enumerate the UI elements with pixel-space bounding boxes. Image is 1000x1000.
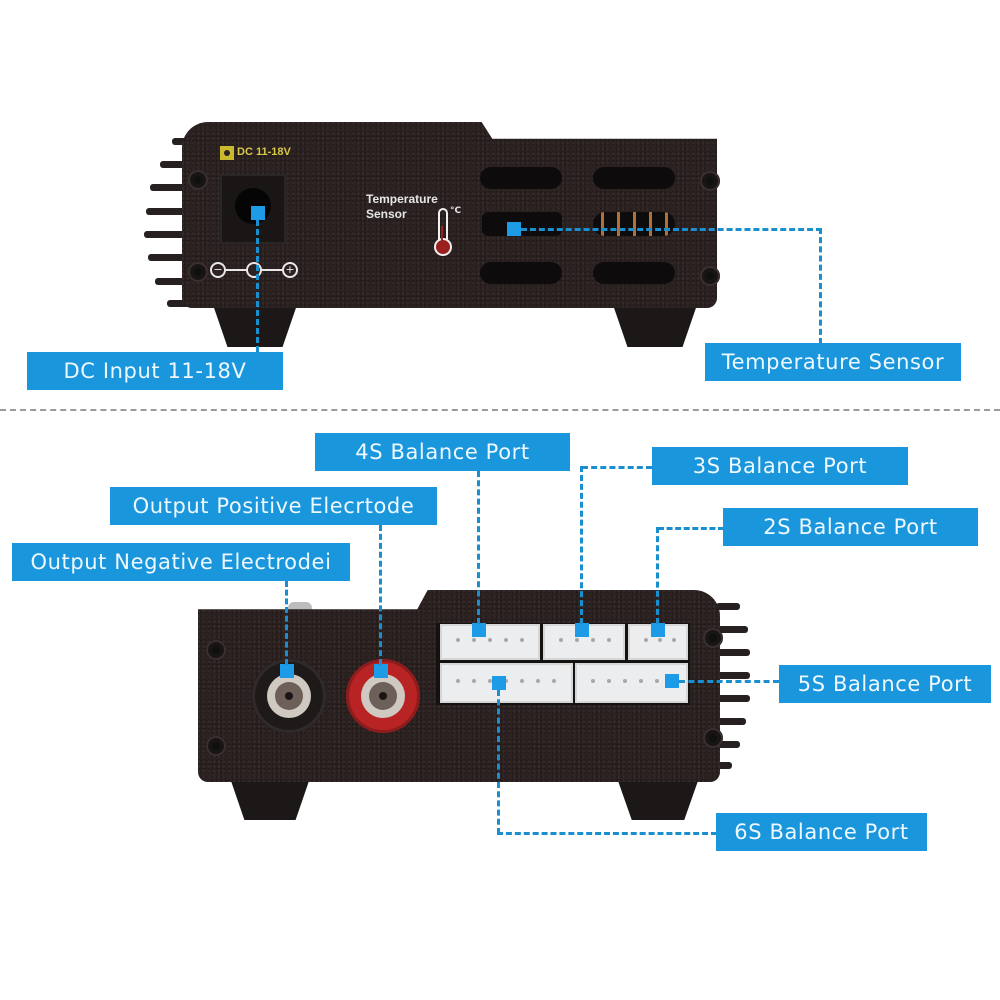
device-foot xyxy=(230,778,310,820)
2s-balance-port-label: 2S Balance Port xyxy=(723,508,978,546)
vent-slot xyxy=(482,212,562,236)
screw xyxy=(206,736,226,756)
3s-port-leader-h xyxy=(582,466,652,469)
2s-port-marker xyxy=(651,623,665,637)
screw xyxy=(700,171,720,191)
heatsink-fin xyxy=(144,231,190,238)
heatsink-fin xyxy=(716,695,750,702)
thermometer-icon xyxy=(434,208,452,258)
screw xyxy=(700,266,720,286)
heatsink-fin xyxy=(167,300,190,307)
top-device-side-view: DC 11-18V − + Temperature Sensor °C DC I… xyxy=(0,0,1000,400)
heatsink-fin xyxy=(160,161,190,168)
screw xyxy=(703,628,723,648)
heatsink-fin xyxy=(155,278,190,285)
heatsink-fin xyxy=(146,208,190,215)
output-positive-leader xyxy=(379,525,382,665)
2s-port-leader-v xyxy=(656,527,659,624)
heatsink-fin xyxy=(716,649,750,656)
heatsink-fin xyxy=(716,741,740,748)
screw xyxy=(703,728,723,748)
temperature-sensor-leader-h xyxy=(521,228,822,231)
temperature-sensor-marker xyxy=(507,222,521,236)
heatsink-fin xyxy=(148,254,190,261)
dc-badge-text: DC 11-18V xyxy=(237,146,291,158)
screw xyxy=(188,170,208,190)
temperature-sensor-leader-v xyxy=(819,228,822,344)
output-negative-marker xyxy=(280,664,294,678)
section-divider xyxy=(0,409,1000,411)
dc-input-leader xyxy=(256,220,259,352)
6s-port-marker xyxy=(492,676,506,690)
4s-port-leader xyxy=(477,471,480,624)
5s-balance-port-label: 5S Balance Port xyxy=(779,665,991,703)
3s-balance-port-label: 3S Balance Port xyxy=(652,447,908,485)
4s-balance-port-label: 4S Balance Port xyxy=(315,433,570,471)
heatsink-fin xyxy=(150,184,190,191)
output-negative-leader xyxy=(285,581,288,665)
vent-slot xyxy=(480,167,562,189)
dc-input-label: DC Input 11-18V xyxy=(27,352,283,390)
balance-port-4s xyxy=(440,624,540,660)
vent-slot xyxy=(593,262,675,284)
dc-badge-icon xyxy=(220,146,234,160)
output-positive-terminal xyxy=(346,659,420,733)
5s-port-leader xyxy=(679,680,779,683)
vent-slot xyxy=(480,262,562,284)
heatsink-fin xyxy=(716,762,732,769)
output-positive-marker xyxy=(374,664,388,678)
polarity-symbol-icon: − + xyxy=(210,262,298,278)
heatsink-fin xyxy=(716,718,746,725)
temperature-print-line2: Sensor xyxy=(366,207,407,221)
screw xyxy=(188,262,208,282)
temperature-sensor-label: Temperature Sensor xyxy=(705,343,961,381)
vent-slot xyxy=(593,167,675,189)
bottom-device-side-view: 4S Balance Port 3S Balance Port 2S Balan… xyxy=(0,410,1000,1000)
6s-balance-port-label: 6S Balance Port xyxy=(716,813,927,851)
device-foot xyxy=(612,302,698,347)
celsius-unit: °C xyxy=(450,206,462,216)
output-negative-label: Output Negative Electrodei xyxy=(12,543,350,581)
device-foot xyxy=(212,302,298,347)
3s-port-leader-v xyxy=(580,466,583,624)
6s-port-leader-v xyxy=(497,690,500,834)
vent-slot-coil xyxy=(593,212,675,236)
dc-input-marker xyxy=(251,206,265,220)
heatsink-fin xyxy=(716,672,750,679)
temperature-print-line1: Temperature xyxy=(366,192,438,206)
5s-port-marker xyxy=(665,674,679,688)
balance-port-6s xyxy=(440,663,573,703)
2s-port-leader-h xyxy=(658,527,724,530)
heatsink-fin xyxy=(716,626,748,633)
4s-port-marker xyxy=(472,623,486,637)
heatsink-fin xyxy=(716,603,740,610)
screw xyxy=(206,640,226,660)
3s-port-marker xyxy=(575,623,589,637)
device-foot xyxy=(617,778,699,820)
6s-port-leader-h xyxy=(497,832,717,835)
output-positive-label: Output Positive Elecrtode xyxy=(110,487,437,525)
